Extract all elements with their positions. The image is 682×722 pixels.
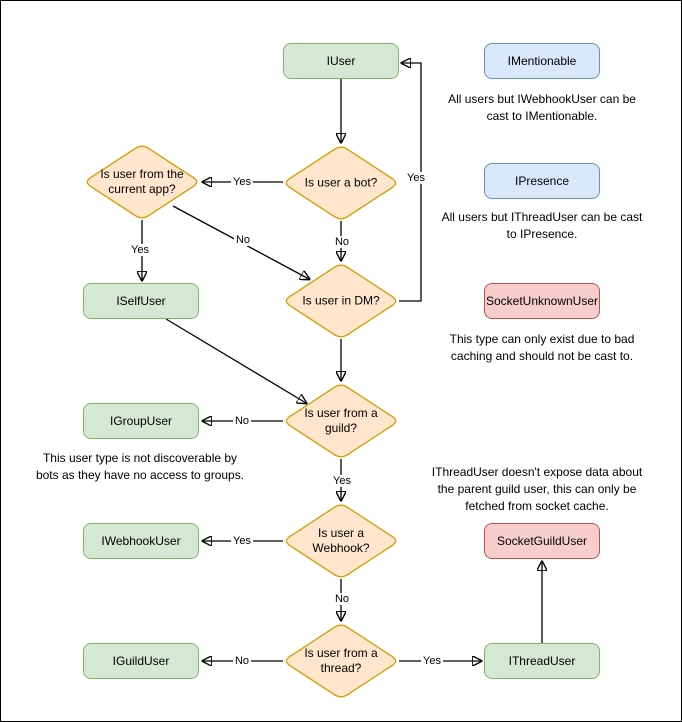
- decision-label: Is user from a guild?: [304, 406, 378, 435]
- decision-label: Is user from the current app?: [100, 167, 184, 196]
- diamond-shape-icon: [285, 384, 397, 458]
- node-igroupuser-label: IGroupUser: [109, 413, 173, 428]
- node-ithreaduser: IThreadUser: [484, 643, 600, 679]
- diamond-shape-icon: [86, 145, 198, 219]
- edge-label-bot-to-current-app: Yes: [231, 175, 253, 189]
- node-iselfuser: ISelfUser: [83, 283, 199, 319]
- decision-label: Is user a bot?: [304, 175, 378, 190]
- node-ithreaduser-label: IThreadUser: [508, 653, 576, 668]
- edge-label-dm-to-iuser: Yes: [405, 171, 427, 185]
- decision-label: Is user from a thread?: [304, 646, 378, 675]
- diamond-shape-icon: [285, 264, 397, 338]
- node-ipresence: IPresence: [484, 163, 600, 199]
- annotation-ipresence-note: All users but IThreadUser can be cast to…: [441, 210, 643, 241]
- diamond-shape-icon: [285, 624, 397, 698]
- decision-is-user-from-thread: Is user from a thread?: [283, 623, 399, 699]
- node-imentionable-label: IMentionable: [507, 53, 577, 68]
- edge-label-current-app-to-dm: No: [233, 233, 253, 247]
- annotation-ithreaduser-note: IThreadUser doesn't expose data about th…: [431, 465, 643, 513]
- node-iuser-label: IUser: [326, 53, 356, 68]
- edge-label-bot-to-dm: No: [332, 235, 352, 249]
- edge-label-webhook-to-iwebhookuser: Yes: [231, 534, 253, 548]
- decision-label: Is user in DM?: [302, 293, 380, 308]
- node-socketguilduser-label: SocketGuildUser: [496, 533, 588, 548]
- node-socketunknownuser-label: SocketUnknownUser: [485, 293, 599, 308]
- node-socketunknownuser: SocketUnknownUser: [484, 283, 600, 319]
- decision-is-user-a-webhook: Is user a Webhook?: [283, 503, 399, 579]
- node-iwebhookuser-label: IWebhookUser: [101, 533, 181, 548]
- diamond-shape-icon: [285, 504, 397, 578]
- annotation-imentionable-note: All users but IWebhookUser can be cast t…: [448, 92, 636, 123]
- edge-label-webhook-to-thread: No: [332, 592, 352, 606]
- edge-label-guild-to-igroupuser: No: [232, 414, 252, 428]
- decision-is-user-in-dm: Is user in DM?: [283, 263, 399, 339]
- annotation-igroupuser-note: This user type is not discoverable by bo…: [35, 451, 245, 482]
- edge-label-current-app-to-iselfuser: Yes: [129, 243, 151, 257]
- edge-label-thread-to-ithreaduser: Yes: [421, 654, 443, 668]
- node-imentionable: IMentionable: [484, 43, 600, 79]
- node-iselfuser-label: ISelfUser: [116, 293, 166, 308]
- decision-label: Is user a Webhook?: [312, 526, 370, 555]
- node-iwebhookuser: IWebhookUser: [83, 523, 199, 559]
- edge-label-thread-to-iguilduser: No: [232, 654, 252, 668]
- annotation-socketunknownuser-note: This type can only exist due to bad cach…: [449, 332, 635, 363]
- decision-is-user-from-current-app: Is user from the current app?: [84, 144, 200, 220]
- edge-label-guild-to-webhook: Yes: [331, 474, 353, 488]
- node-iuser: IUser: [283, 43, 399, 79]
- decision-is-user-a-bot: Is user a bot?: [283, 145, 399, 221]
- decision-is-user-from-guild: Is user from a guild?: [283, 383, 399, 459]
- node-socketguilduser: SocketGuildUser: [484, 523, 600, 559]
- node-iguilduser-label: IGuildUser: [112, 653, 170, 668]
- node-iguilduser: IGuildUser: [83, 643, 199, 679]
- node-igroupuser: IGroupUser: [83, 403, 199, 439]
- node-ipresence-label: IPresence: [514, 173, 570, 188]
- edge-iselfuser-to-guild: [165, 318, 306, 403]
- diamond-shape-icon: [285, 146, 397, 220]
